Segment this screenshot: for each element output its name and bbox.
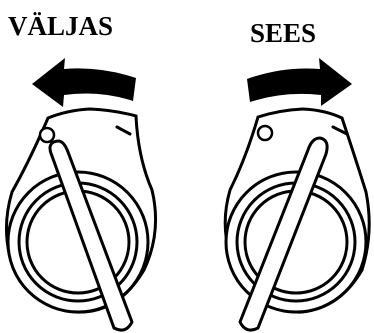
lever-handle: [48, 139, 134, 332]
curved-arrow-right-icon: [247, 58, 352, 106]
on-switch-illustration: [223, 58, 371, 332]
plate-tick-mark: [331, 125, 349, 136]
indicator-dot: [38, 126, 56, 144]
off-position-label: VÄLJAS: [8, 11, 114, 41]
off-switch-illustration: [4, 58, 158, 332]
on-position-label: SEES: [250, 18, 317, 48]
curved-arrow-left-icon: [32, 58, 136, 107]
indicator-dot: [256, 124, 274, 142]
plate-tick-mark: [115, 125, 132, 136]
lever-handle: [238, 136, 329, 332]
